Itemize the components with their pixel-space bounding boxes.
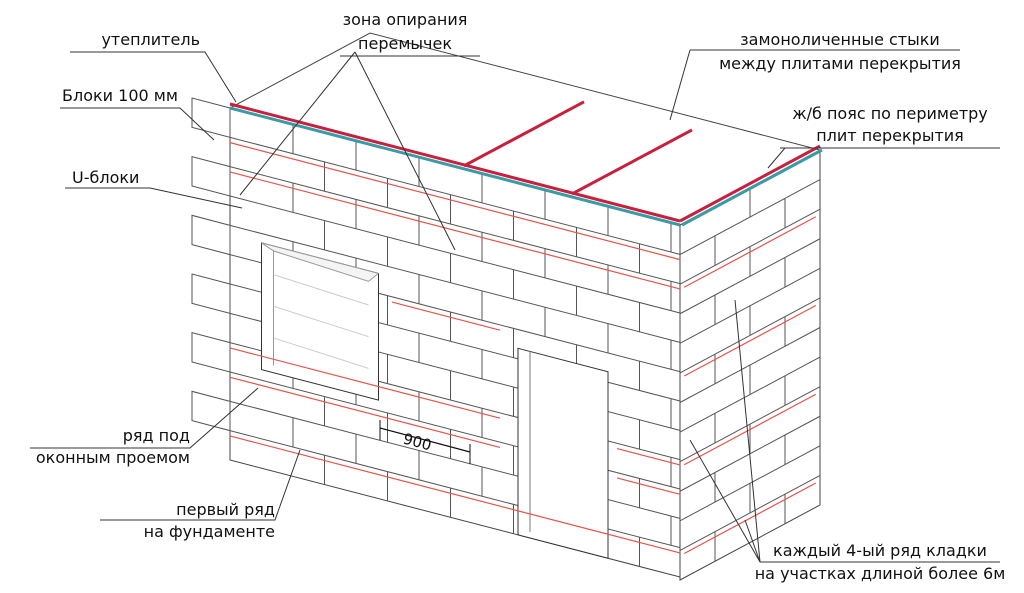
leader-line (669, 49, 691, 121)
protruding-block (191, 156, 231, 197)
course-line (679, 445, 821, 522)
label-under-window-2: оконным проемом (35, 448, 190, 467)
reinforcement-line (391, 301, 501, 331)
back-wall-course (273, 305, 369, 338)
label-lintel-zone-1: зона опирания (342, 10, 468, 29)
leader-line (744, 519, 761, 563)
course-line (229, 136, 681, 255)
leader-line (239, 51, 356, 196)
label-rc-belt-1: ж/б пояс по периметру (792, 104, 988, 123)
reinforcement-line (229, 142, 681, 261)
leader-line (70, 51, 237, 103)
course-line (679, 208, 821, 285)
back-wall-course (273, 274, 369, 306)
slab-joint (571, 128, 693, 196)
label-monolithic-joints-1: замоноличенные стыки (740, 30, 940, 49)
reinforcement-line-side (683, 482, 817, 555)
leader-line (60, 107, 215, 141)
reinforcement-line-side (683, 304, 817, 377)
reinforcement-line-side (683, 393, 817, 466)
rc-belt-front (229, 102, 681, 223)
reinforcement-line (616, 447, 681, 466)
course-line (229, 195, 681, 314)
protruding-block (191, 390, 231, 432)
protruding-block (191, 97, 231, 138)
label-monolithic-joints-2: между плитами перекрытия (719, 54, 961, 73)
label-lintel-zone-2: перемычек (358, 34, 452, 53)
leader-line (689, 439, 761, 563)
door-opening (517, 347, 609, 559)
leader-line (767, 147, 786, 169)
leader-line (354, 51, 456, 251)
course-line (229, 224, 681, 343)
back-wall-course (273, 337, 369, 369)
reinforcement-line (229, 171, 681, 290)
reinforcement-line (229, 347, 501, 419)
reinforcement-line (229, 435, 681, 554)
protruding-block (191, 332, 231, 373)
reinforcement-line (229, 376, 501, 449)
protruding-block (191, 273, 231, 314)
label-rc-belt-2: плит перекрытия (816, 126, 964, 145)
label-first-row-1: первый ряд (176, 500, 275, 519)
label-every-4th-row-1: каждый 4-ый ряд кладки (773, 541, 987, 560)
insulation-layer (229, 106, 681, 227)
course-line (229, 166, 681, 285)
label-every-4th-row-2: на участках длиной более 6м (754, 564, 1006, 583)
rc-belt-side (679, 144, 821, 223)
leader-line (30, 387, 259, 449)
reinforcement-line-side (683, 216, 817, 288)
slab-joint (463, 100, 585, 168)
leader-line (100, 449, 301, 521)
label-u-blocks: U-блоки (72, 168, 140, 187)
label-blocks-100: Блоки 100 мм (62, 86, 178, 105)
label-insulation: утеплитель (101, 30, 200, 49)
window-reveal (261, 242, 380, 282)
insulation-layer-side (681, 148, 823, 227)
leader-line (65, 187, 243, 209)
dimension-line (379, 427, 471, 453)
protruding-block (191, 214, 231, 256)
reinforcement-line (616, 477, 681, 495)
label-first-row-2: на фундаменте (143, 522, 275, 541)
leader-line (734, 299, 761, 563)
label-under-window-1: ряд под (122, 426, 190, 445)
